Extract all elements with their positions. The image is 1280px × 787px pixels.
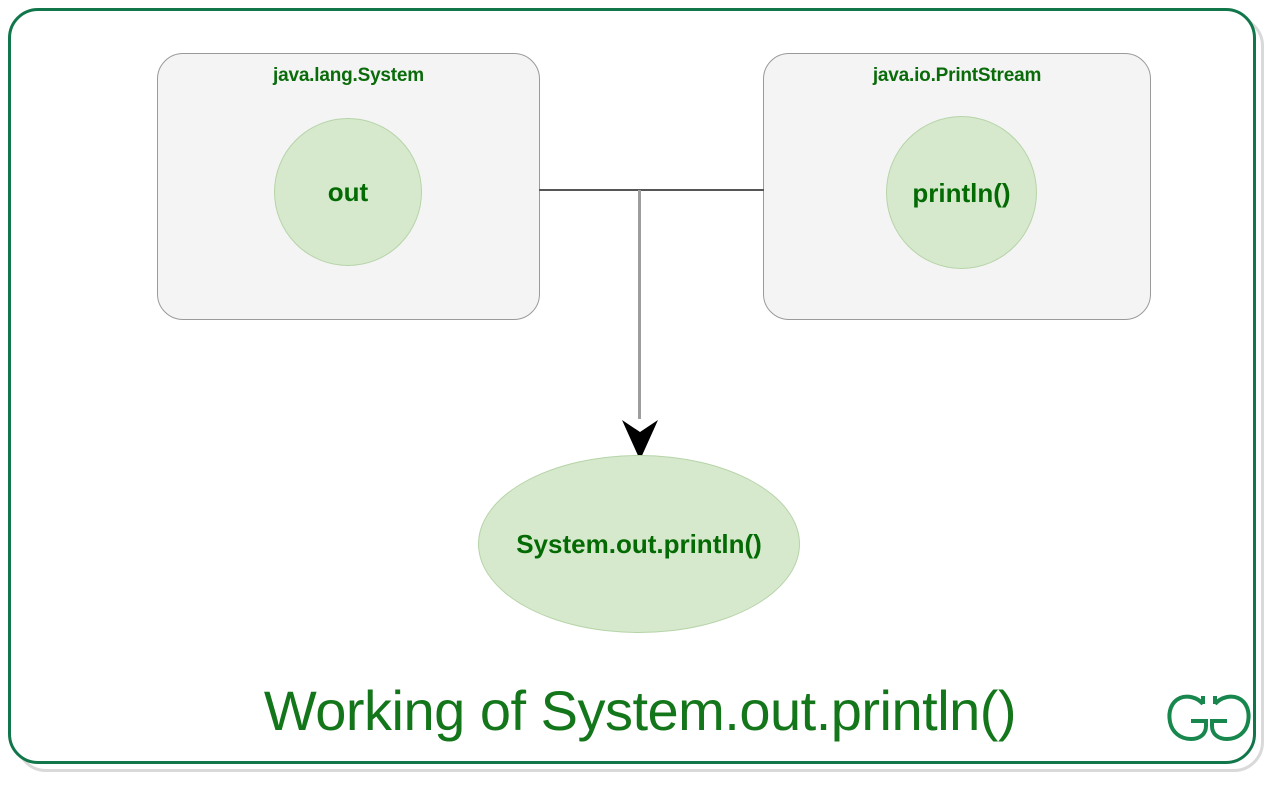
class-box-java-io-printstream: java.io.PrintStream println() (763, 53, 1151, 320)
member-circle-label: out (327, 177, 369, 207)
result-node-label: System.out.println() (516, 529, 762, 559)
result-node-system-out-println: System.out.println() (478, 455, 800, 633)
connector-line-junction-to-result (638, 190, 641, 419)
member-circle-label: println() (912, 177, 1011, 208)
member-circle-out: out (274, 118, 422, 266)
class-box-java-lang-system: java.lang.System out (157, 53, 540, 320)
diagram-caption: Working of System.out.println() (263, 679, 1017, 742)
member-circle-println: println() (886, 116, 1037, 269)
arrow-head-icon (622, 420, 658, 460)
class-box-title: java.io.PrintStream (872, 65, 1042, 86)
class-box-title: java.lang.System (273, 65, 424, 86)
geeksforgeeks-logo-icon (1167, 694, 1251, 742)
connector-line-system-to-printstream (539, 189, 764, 191)
